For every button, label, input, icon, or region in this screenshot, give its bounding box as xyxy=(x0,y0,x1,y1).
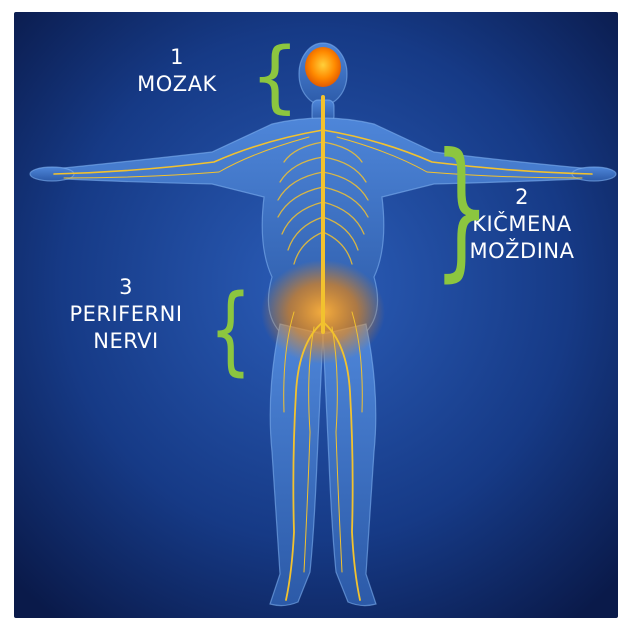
label-peripheral-nerves-line2: NERVI xyxy=(56,328,196,355)
brain-highlight xyxy=(305,47,341,87)
nervous-system-illustration: 1 MOZAK { 2 KIČMENA MOŽDINA { 3 PERIFERN… xyxy=(14,12,618,618)
label-peripheral-nerves-line1: PERIFERNI xyxy=(56,301,196,328)
label-brain-text: MOZAK xyxy=(122,71,232,98)
label-peripheral-nerves-number: 3 xyxy=(56,274,196,301)
label-brain: 1 MOZAK xyxy=(122,44,232,98)
label-peripheral-nerves: 3 PERIFERNI NERVI xyxy=(56,274,196,355)
brace-icon: { xyxy=(250,38,300,116)
label-brain-number: 1 xyxy=(122,44,232,71)
brace-icon: { xyxy=(209,282,252,378)
brace-icon: { xyxy=(433,134,490,284)
